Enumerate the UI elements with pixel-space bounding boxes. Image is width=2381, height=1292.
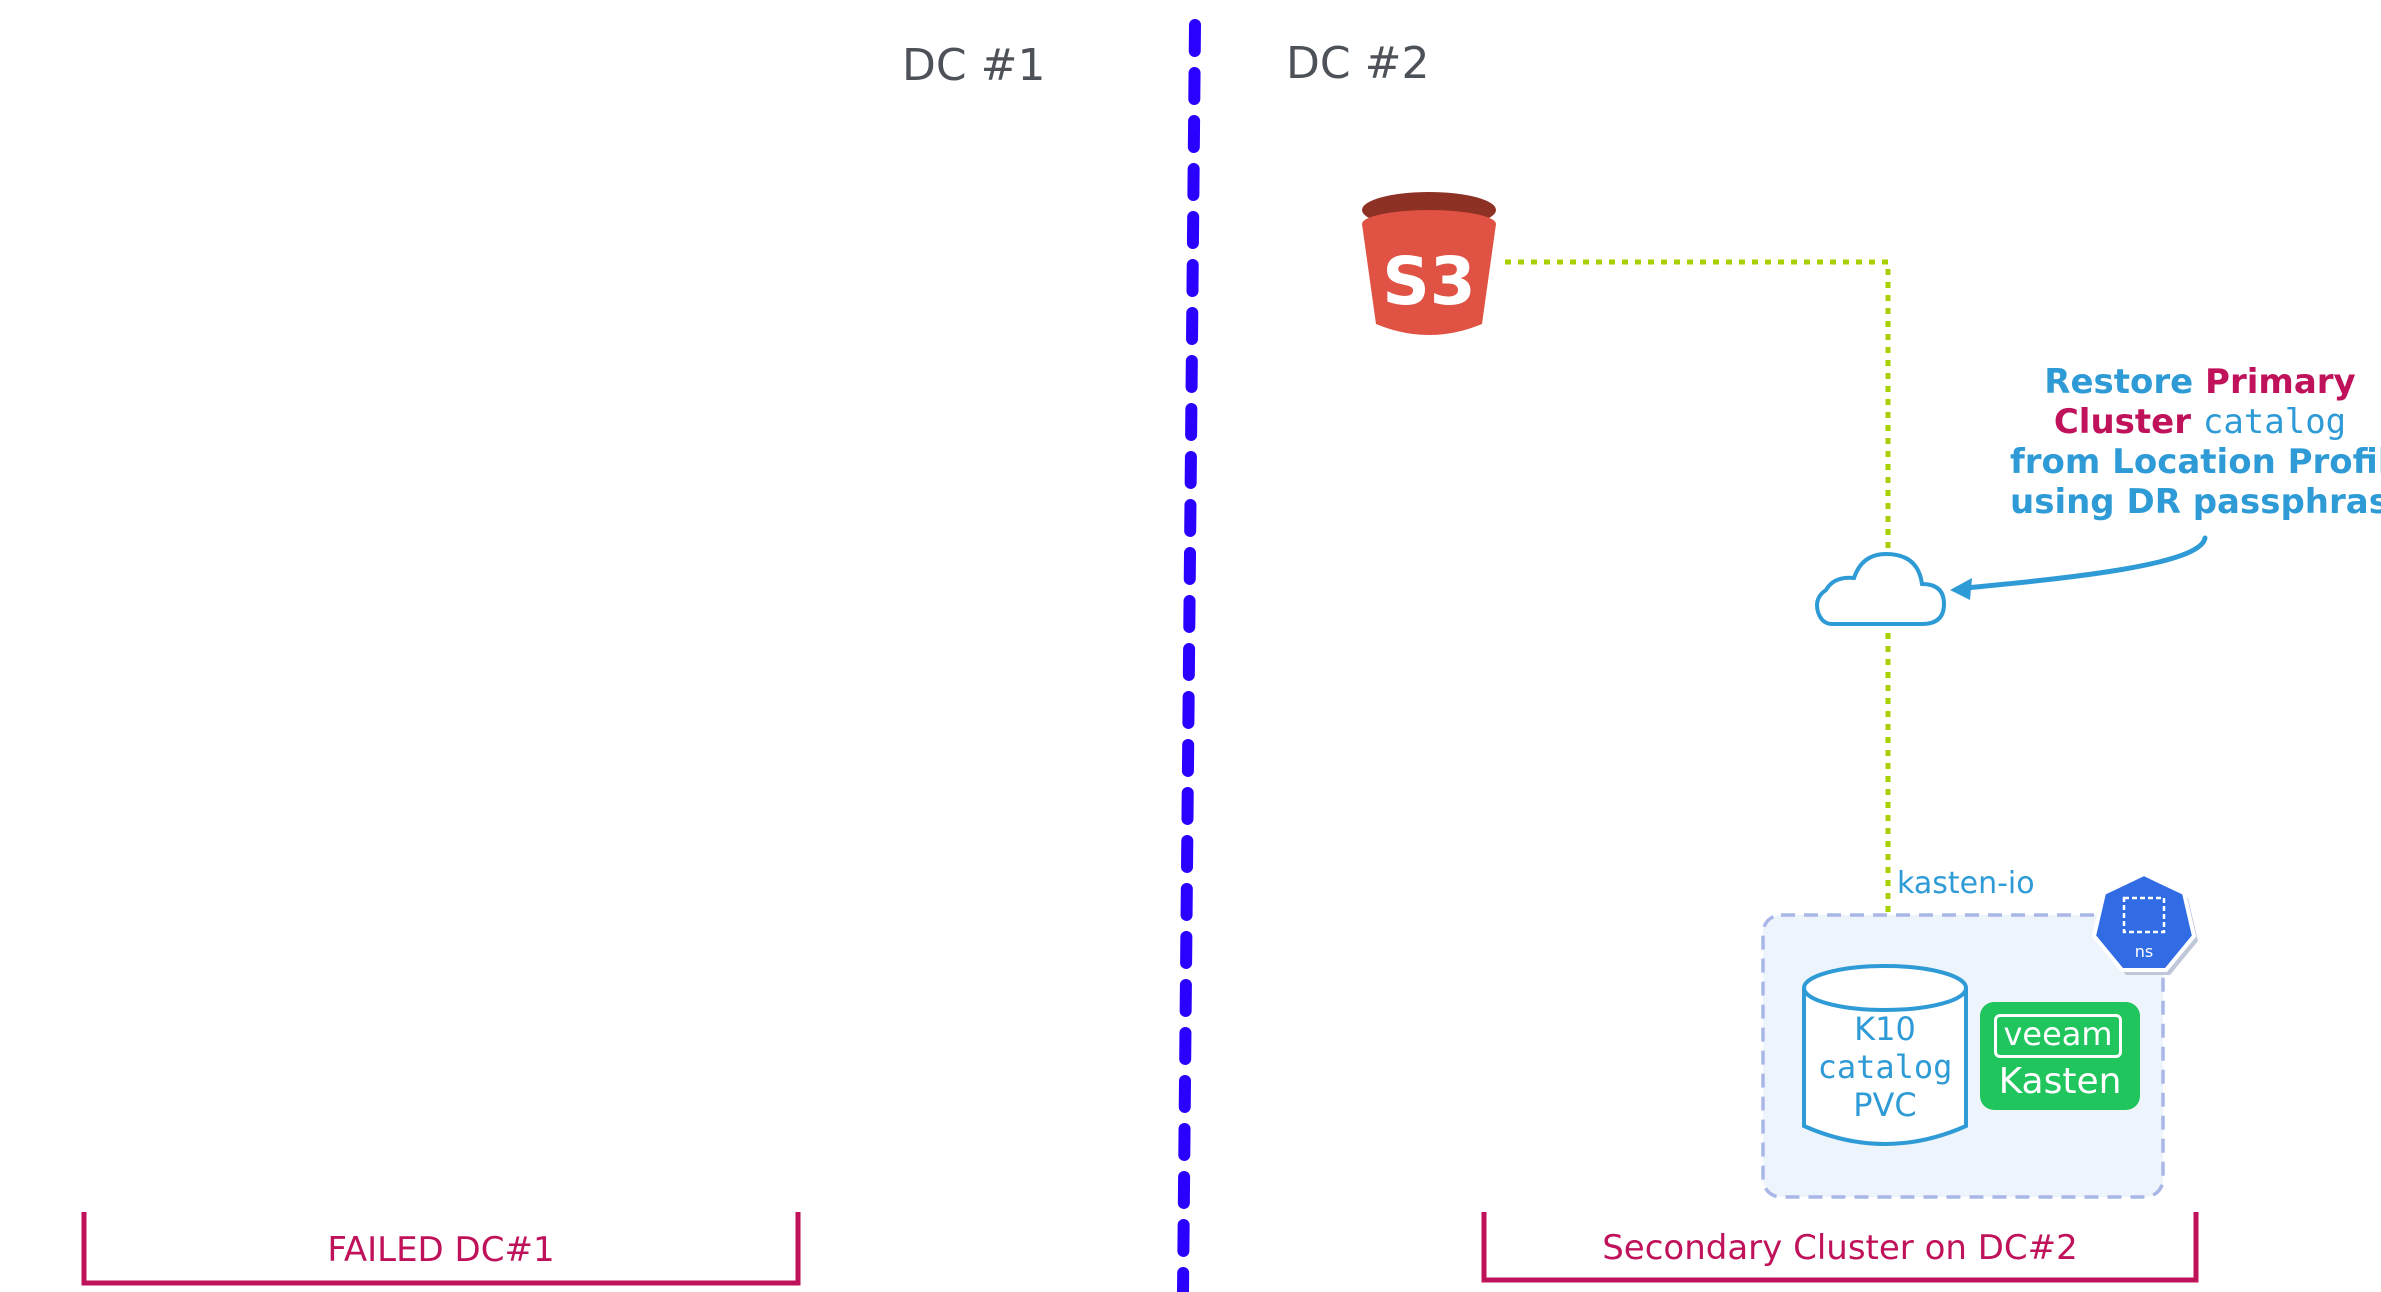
- annotation-catalog: catalog: [2202, 402, 2347, 442]
- pvc-line-3: PVC: [1853, 1086, 1917, 1124]
- failed-dc1-label: FAILED DC#1: [327, 1230, 555, 1270]
- namespace-badge: ns: [2135, 942, 2153, 961]
- pvc-label: K10 catalog PVC: [1800, 1010, 1970, 1124]
- annotation-arrow: [1962, 535, 2208, 591]
- namespace-label: kasten-io: [1897, 866, 2035, 901]
- annotation-line-3: from Location Profile: [2010, 442, 2381, 482]
- s3-label: S3: [1382, 243, 1475, 320]
- annotation-line-1: Restore Primary: [2010, 362, 2381, 402]
- backup-link-line: [1505, 259, 1891, 960]
- veeam-brand-box: [1994, 1014, 2122, 1058]
- annotation-primary: Primary: [2205, 362, 2356, 402]
- veeam-kasten-logo: veeam Kasten: [1980, 1002, 2140, 1110]
- database-icon: [1800, 962, 1970, 1152]
- secondary-cluster-label: Secondary Cluster on DC#2: [1602, 1228, 2078, 1268]
- pvc-line-1: K10: [1854, 1010, 1916, 1048]
- namespace-icon: ns: [2086, 866, 2202, 982]
- dc1-label: DC #1: [902, 40, 1046, 91]
- annotation-line-4: using DR passphrase: [2010, 482, 2381, 522]
- annotation-arrow-head-icon: [1950, 578, 1972, 600]
- pvc-line-2: catalog: [1817, 1048, 1953, 1086]
- annotation-line-2: Cluster catalog: [2010, 402, 2381, 442]
- restore-annotation: Restore Primary Cluster catalog from Loc…: [2010, 362, 2381, 522]
- dc2-label: DC #2: [1286, 38, 1430, 89]
- secondary-cluster-bracket: [1481, 1212, 2199, 1283]
- annotation-cluster: Cluster: [2053, 402, 2191, 442]
- veeam-brand: veeam: [2003, 1015, 2113, 1053]
- kasten-product: Kasten: [1998, 1061, 2122, 1102]
- failed-dc1-bracket: [81, 1212, 801, 1286]
- dc-divider-line: [1177, 19, 1201, 1292]
- annotation-restore: Restore: [2044, 362, 2194, 402]
- s3-bucket-icon: S3: [1356, 188, 1502, 336]
- cloud-icon: [1810, 548, 1950, 628]
